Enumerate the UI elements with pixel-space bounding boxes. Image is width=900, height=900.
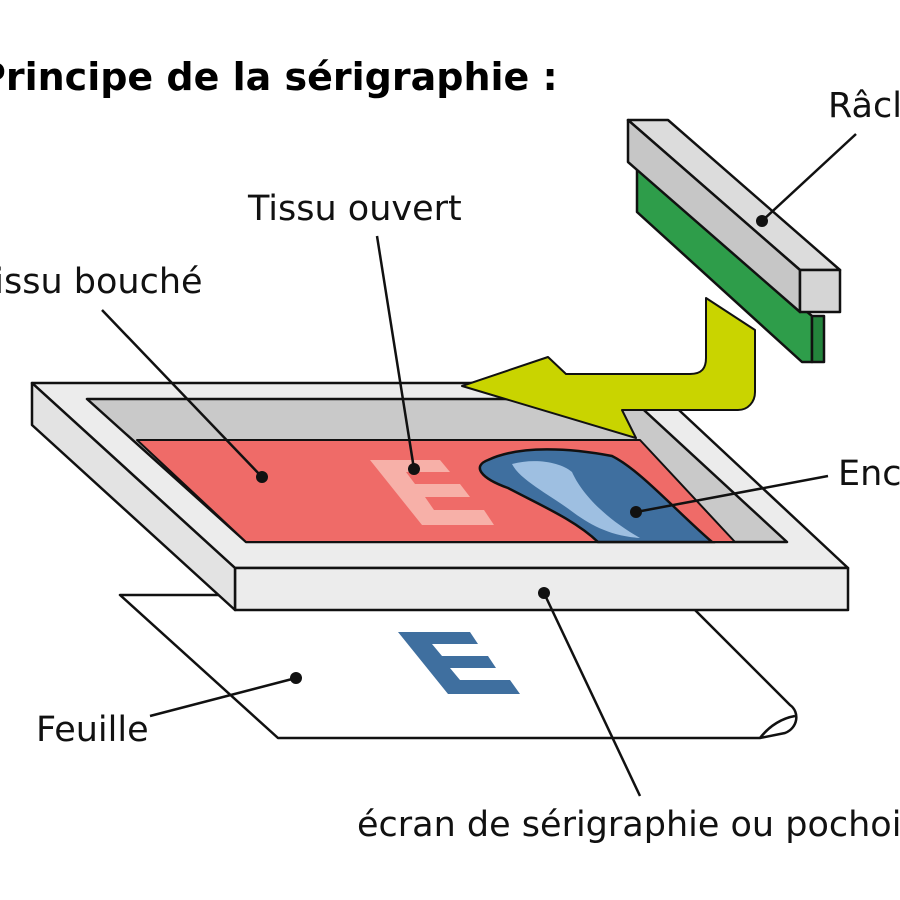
label-racle: Râcle [828,86,900,126]
leader-feuille [149,676,297,718]
frame-left-face [30,381,237,612]
dot-racle [756,215,768,227]
printed-letter-e [398,632,520,694]
sheet [118,593,798,740]
leaders [101,133,857,797]
dot-encre [630,506,642,518]
label-tissu-bouche: Tissu bouché [0,262,203,302]
screen-frame [30,381,850,612]
dot-ecran [538,587,550,599]
diagram-title: Principe de la sérigraphie : [0,55,558,99]
squeegee-blade-side [810,314,826,364]
ink-highlight [512,461,640,538]
squeegee-handle-end [798,268,842,314]
leader-ecran [542,592,642,797]
leader-dots [256,215,768,684]
squeegee [626,118,842,364]
leader-racle [761,133,857,222]
sheet-curl [759,714,796,739]
dot-tissu-ouvert [408,463,420,475]
direction-arrow [461,297,756,439]
label-ecran: écran de sérigraphie ou pochoir [357,805,900,845]
label-feuille: Feuille [36,710,149,750]
dot-feuille [290,672,302,684]
leader-tissu-ouvert [375,235,416,470]
label-tissu-ouvert: Tissu ouvert [247,189,462,229]
mesh-open-letter-e [370,460,494,525]
dot-tissu-bouche [256,471,268,483]
label-encre: Encre [838,454,900,494]
leader-encre [635,474,829,514]
leader-tissu-bouche [101,309,263,478]
